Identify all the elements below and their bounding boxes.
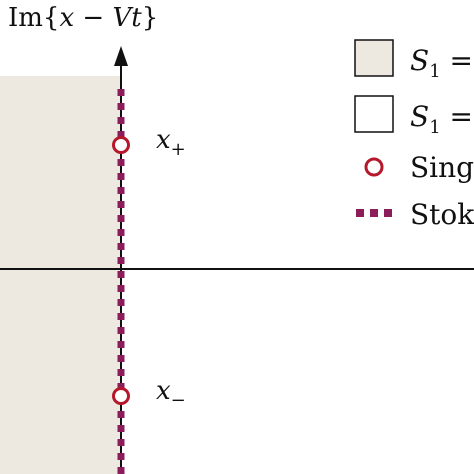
legend-empty-box-icon	[354, 95, 394, 133]
imaginary-axis-label: Im{x − Vt}	[8, 3, 158, 33]
legend: S1 = S1 = Sing Stok	[354, 39, 474, 231]
legend-item-3-label: Sing	[410, 151, 474, 184]
shaded-region-s1	[0, 76, 121, 474]
legend-item-2-label: S1 =	[410, 100, 473, 138]
axis-arrowhead-icon	[114, 46, 128, 66]
legend-item-4-label: Stok	[410, 198, 474, 231]
singularity-lower-marker	[112, 387, 130, 405]
legend-singularity-icon	[364, 157, 384, 177]
legend-filled-box-icon	[354, 39, 394, 77]
upper-point-label: x+	[156, 125, 186, 160]
singularity-upper-marker	[112, 136, 130, 154]
legend-item-1-label: S1 =	[410, 44, 473, 82]
lower-point-label: x−	[156, 376, 186, 411]
